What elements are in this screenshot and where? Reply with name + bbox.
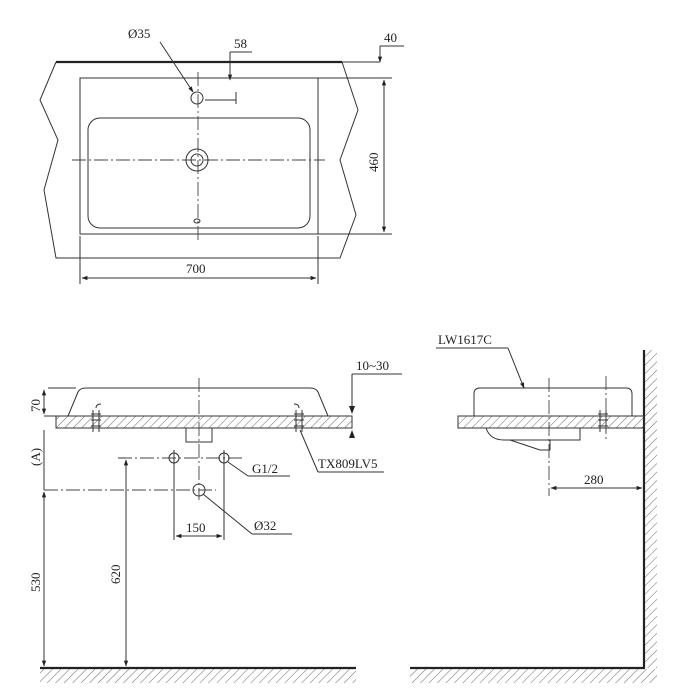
counter-thickness-arrow-bottom xyxy=(349,430,355,438)
rim-to-counter-label: 70 xyxy=(28,399,43,412)
depth-label: 460 xyxy=(366,153,381,173)
supply-spacing-label: 150 xyxy=(186,520,206,535)
supply-fitting-leader xyxy=(227,461,249,477)
width-label: 700 xyxy=(186,261,206,276)
tap-hole xyxy=(190,91,204,105)
model-leader xyxy=(507,347,525,389)
side-wall-hatch xyxy=(645,350,657,668)
supply-height-label: 620 xyxy=(108,565,123,585)
front-floor-hatch xyxy=(40,669,356,683)
side-view: LW1617C 280 xyxy=(410,332,657,683)
fixing-kit-label: TX809LV5 xyxy=(318,456,377,471)
front-view: 70 10~30 (A) G1/2 TX809LV5 Ø32 xyxy=(28,358,402,683)
side-floor-hatch xyxy=(410,669,657,683)
front-countertop xyxy=(55,415,353,429)
countertop-outline xyxy=(39,61,359,259)
drain-inner xyxy=(190,153,204,167)
supply-fitting-label: G1/2 xyxy=(252,461,278,476)
counter-thickness-arrow-top xyxy=(349,406,355,414)
tap-offset-label: 58 xyxy=(234,36,247,51)
drain-dia-leader xyxy=(202,493,253,535)
top-view: Ø35 58 40 460 700 xyxy=(39,26,404,284)
model-label: LW1617C xyxy=(438,332,492,347)
tap-dia-leader xyxy=(159,41,194,93)
overflow-hole xyxy=(193,218,201,224)
basin-bowl xyxy=(87,117,311,229)
tap-dia-label: Ø35 xyxy=(128,26,150,41)
side-countertop xyxy=(457,415,645,429)
drain-dia-label: Ø32 xyxy=(254,518,276,533)
side-basin-body xyxy=(473,387,633,416)
counter-thickness-label: 10~30 xyxy=(356,358,389,373)
wall-distance-label: 280 xyxy=(584,472,604,487)
side-under-bowl xyxy=(485,427,581,441)
front-bracket-left xyxy=(91,403,102,432)
side-drain-body xyxy=(509,439,551,451)
basin-outline xyxy=(79,77,319,235)
height-ref-label: (A) xyxy=(28,448,43,466)
front-drain-body xyxy=(185,428,213,443)
fixing-kit-leader xyxy=(299,429,319,473)
rim-height-label: 40 xyxy=(384,30,397,45)
front-basin-body xyxy=(67,387,329,417)
drain-height-label: 530 xyxy=(28,573,43,593)
drain-outer xyxy=(185,148,209,172)
drain-hole xyxy=(192,483,206,497)
front-bracket-right xyxy=(293,403,304,432)
